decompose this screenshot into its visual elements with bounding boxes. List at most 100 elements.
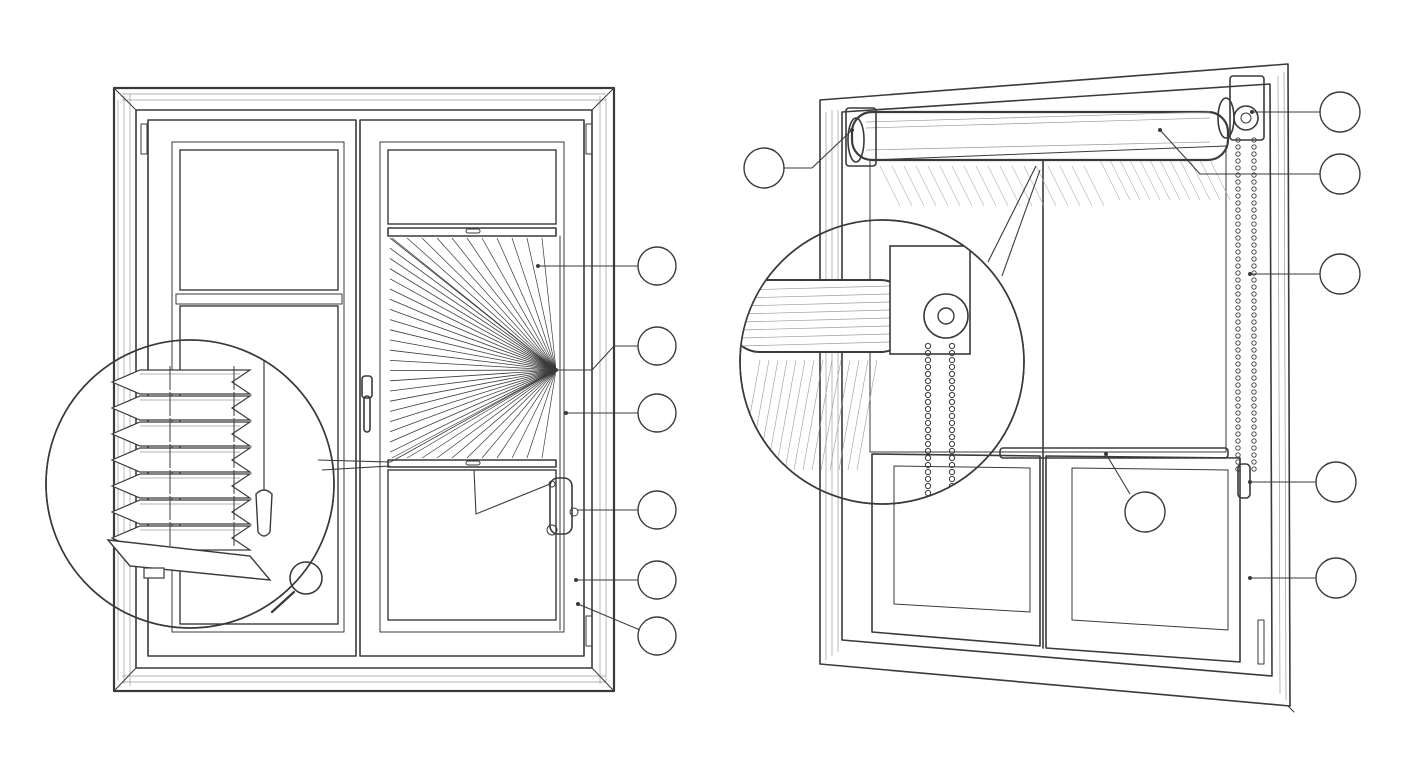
chain-bead (948, 461, 956, 469)
chain-bead (948, 489, 956, 497)
pleat-fold-line (389, 268, 557, 371)
chain-bead (924, 447, 932, 455)
fabric-shade (838, 359, 860, 471)
chain-bead (1235, 151, 1241, 157)
chain-bead (1251, 459, 1257, 465)
fabric-hatch (915, 165, 937, 207)
fabric-hatch (987, 165, 1009, 207)
right-lower-sash (1045, 455, 1241, 663)
chain-bead (1235, 193, 1241, 199)
chain-bead (1235, 305, 1241, 311)
chain-bead (1251, 193, 1257, 199)
chain-bead (1251, 172, 1257, 178)
rail-grip-detail (143, 567, 165, 579)
pleat-fold-line (389, 360, 557, 371)
fabric-hatch (939, 165, 961, 207)
top-rail-grip (465, 228, 481, 234)
chain-bead (1251, 207, 1257, 213)
fabric-shade (775, 359, 797, 471)
right-callouts (743, 91, 1361, 599)
left-transom (175, 293, 343, 305)
pleat-fold-line (389, 319, 557, 371)
pleat-fold-line (389, 309, 557, 371)
fabric-hatch (963, 165, 985, 207)
pleat-fold-line (389, 369, 557, 433)
pleat-section (110, 421, 252, 447)
fabric-shade (757, 359, 779, 471)
chain-bead (1251, 200, 1257, 206)
callout-3 (564, 393, 677, 433)
chain-bead (1251, 340, 1257, 346)
chain-bead (1251, 263, 1257, 269)
callout-6 (576, 602, 677, 656)
tube-shade (740, 301, 891, 307)
pleat-fold-line (451, 237, 557, 371)
chain-bead (1235, 389, 1241, 395)
fabric-hatch (1139, 159, 1161, 201)
chain-bead (1235, 452, 1241, 458)
chain-bead (1251, 382, 1257, 388)
chain-bead (1251, 291, 1257, 297)
right-upper-glass (387, 149, 557, 225)
fabric-hatch (1119, 159, 1141, 201)
chain-bead (1235, 354, 1241, 360)
chain-bead (924, 349, 932, 357)
callout-1 (536, 246, 677, 286)
chain-bead (1251, 277, 1257, 283)
pleat-fold-line (526, 237, 557, 371)
chain-bead (948, 412, 956, 420)
chain-bead (1251, 228, 1257, 234)
pleated-top-rail (387, 227, 557, 237)
pleat-section (110, 499, 252, 525)
callout-4 (1248, 253, 1361, 295)
left-upper-glass (179, 149, 339, 291)
fabric-hatch (1047, 165, 1069, 207)
chain-bead (1235, 158, 1241, 164)
fabric-shade (766, 359, 788, 471)
fabric-hatch (1011, 165, 1033, 207)
bead-chain (1235, 137, 1257, 472)
chain-bead (948, 384, 956, 392)
chain-bead (1235, 459, 1241, 465)
chain-bead (1235, 312, 1241, 318)
chain-bead (1235, 431, 1241, 437)
chain-bead (1251, 361, 1257, 367)
chain-bead (1235, 424, 1241, 430)
pleat-fold-line (406, 237, 557, 371)
chain-bead (924, 370, 932, 378)
chain-bead (1251, 347, 1257, 353)
pleated-fabric-fan (389, 237, 557, 463)
pleat-fold-line (389, 369, 557, 422)
fabric-shade (748, 359, 770, 471)
pleat-fold-line (481, 369, 557, 459)
pleat-fold-line (389, 369, 557, 382)
chain-bead (1251, 354, 1257, 360)
chain-bead (924, 454, 932, 462)
tube-shade (740, 325, 891, 331)
chain-bead (948, 475, 956, 483)
pleat-fold-line (389, 369, 557, 453)
chain-bead (1251, 165, 1257, 171)
pleat-fold-line (496, 369, 557, 459)
chain-bead (1251, 179, 1257, 185)
frame-hinge (1257, 619, 1265, 665)
chain-bead (924, 405, 932, 413)
pleat-fold-line (391, 237, 557, 371)
chain-bead (1235, 165, 1241, 171)
chain-bead (1251, 438, 1257, 444)
fabric-hatch (1159, 159, 1181, 201)
chain-bead (1251, 319, 1257, 325)
fabric-shade (820, 359, 842, 471)
fabric-hatch (1209, 159, 1231, 201)
callout-1 (743, 128, 854, 189)
chain-bead (948, 405, 956, 413)
tube-shade (740, 341, 891, 347)
chain-bead (1251, 144, 1257, 150)
window-reveal (819, 63, 1291, 707)
pleat-fold-line (389, 278, 557, 371)
pleat-fold-line (389, 369, 557, 372)
fabric-hatch (1099, 159, 1121, 201)
roller-bottom-bar (999, 447, 1229, 459)
chain-bead (924, 342, 932, 350)
chain-bead (924, 482, 932, 490)
